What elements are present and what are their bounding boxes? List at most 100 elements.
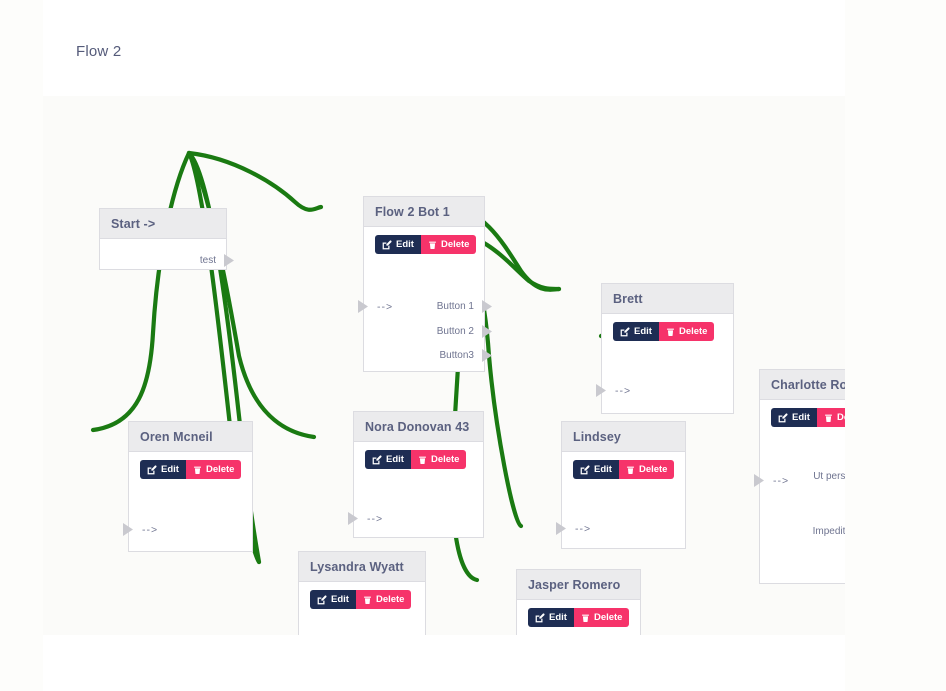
delete-button[interactable]: Delete: [658, 322, 715, 341]
trash-icon: [626, 465, 635, 475]
delete-button[interactable]: Delete: [816, 408, 845, 427]
node-toolbar: Edit Delete: [140, 460, 242, 479]
delete-button-label: Delete: [836, 412, 845, 423]
input-port-label[interactable]: -->: [377, 301, 394, 313]
edit-button-label: Edit: [161, 464, 179, 475]
pencil-square-icon: [580, 464, 590, 475]
edit-button[interactable]: Edit: [310, 590, 356, 609]
port-arrow-icon: [754, 474, 764, 487]
edit-button[interactable]: Edit: [365, 450, 411, 469]
node-header[interactable]: Lindsey: [562, 422, 685, 452]
port-arrow-icon: [482, 300, 492, 313]
input-port-label[interactable]: -->: [615, 385, 632, 397]
port-arrow-icon: [482, 325, 492, 338]
port-arrow-icon: [123, 523, 133, 536]
port-arrow-icon: [556, 522, 566, 535]
trash-icon: [581, 613, 590, 623]
node-toolbar: Edit Delete: [310, 590, 412, 609]
edit-button[interactable]: Edit: [573, 460, 619, 479]
delete-button-label: Delete: [593, 612, 623, 623]
port-arrow-icon: [596, 384, 606, 397]
output-port-label[interactable]: Ut perspiciatis qua: [813, 471, 845, 482]
node-title: Start ->: [111, 216, 156, 231]
node-header[interactable]: Oren Mcneil: [129, 422, 252, 452]
port-arrow-icon: [482, 349, 492, 362]
delete-button-label: Delete: [678, 326, 708, 337]
delete-button[interactable]: Delete: [573, 608, 630, 627]
edit-button[interactable]: Edit: [613, 322, 659, 341]
node-header[interactable]: Brett: [602, 284, 733, 314]
port-arrow-icon: [224, 254, 234, 267]
input-port-label[interactable]: -->: [142, 524, 159, 536]
page-title: Flow 2: [76, 43, 122, 60]
node-toolbar: Edit Delete: [573, 460, 675, 479]
input-port-label[interactable]: -->: [773, 475, 790, 487]
node-title: Brett: [613, 291, 643, 306]
delete-button[interactable]: Delete: [355, 590, 412, 609]
node-toolbar: Edit Delete: [613, 322, 715, 341]
flow-edge[interactable]: [186, 150, 324, 212]
node-header[interactable]: Flow 2 Bot 1: [364, 197, 484, 227]
port-arrow-icon: [348, 512, 358, 525]
edit-button-label: Edit: [386, 454, 404, 465]
node-title: Lindsey: [573, 429, 621, 444]
delete-button[interactable]: Delete: [420, 235, 477, 254]
node-title: Charlotte Romero: [771, 377, 845, 392]
output-port-label[interactable]: Button 1: [436, 301, 474, 312]
flow-edge[interactable]: [90, 150, 192, 433]
flow-node-start[interactable]: Start -> test: [99, 208, 234, 270]
node-header[interactable]: Lysandra Wyatt: [299, 552, 425, 582]
node-title: Flow 2 Bot 1: [375, 204, 450, 219]
edit-button-label: Edit: [634, 326, 652, 337]
pencil-square-icon: [372, 454, 382, 465]
trash-icon: [193, 465, 202, 475]
output-port-label[interactable]: Button3: [439, 350, 474, 361]
delete-button-label: Delete: [205, 464, 235, 475]
output-port-label[interactable]: test: [199, 255, 216, 266]
output-port-label[interactable]: Button 2: [436, 326, 474, 337]
pencil-square-icon: [382, 239, 392, 250]
edit-button-label: Edit: [594, 464, 612, 475]
delete-button-label: Delete: [430, 454, 460, 465]
edit-button[interactable]: Edit: [140, 460, 186, 479]
trash-icon: [824, 413, 833, 423]
trash-icon: [428, 240, 437, 250]
node-title: Nora Donovan 43: [365, 419, 470, 434]
pencil-square-icon: [535, 612, 545, 623]
delete-button-label: Delete: [638, 464, 668, 475]
node-header[interactable]: Jasper Romero: [517, 570, 640, 600]
edit-button-label: Edit: [792, 412, 810, 423]
delete-button-label: Delete: [375, 594, 405, 605]
delete-button[interactable]: Delete: [185, 460, 242, 479]
pencil-square-icon: [317, 594, 327, 605]
flow-edge[interactable]: [186, 150, 317, 440]
edit-button[interactable]: Edit: [375, 235, 421, 254]
flow-node-flow-2-bot-1[interactable]: Flow 2 Bot 1 Edit Delete --> Button 1 Button …: [358, 196, 492, 372]
node-header[interactable]: Charlotte Romero: [760, 370, 845, 400]
node-toolbar: Edit Delete: [528, 608, 630, 627]
node-header[interactable]: Start ->: [100, 209, 226, 239]
edit-button[interactable]: Edit: [528, 608, 574, 627]
delete-button[interactable]: Delete: [410, 450, 467, 469]
edit-button-label: Edit: [331, 594, 349, 605]
node-header[interactable]: Nora Donovan 43: [354, 412, 483, 442]
delete-button[interactable]: Delete: [618, 460, 675, 479]
node-title: Oren Mcneil: [140, 429, 213, 444]
input-port-label[interactable]: -->: [575, 523, 592, 535]
node-toolbar: Edit Delete: [771, 408, 845, 427]
edit-button-label: Edit: [396, 239, 414, 250]
output-port-label[interactable]: Impedit autem sapie: [812, 526, 845, 537]
input-port-label[interactable]: -->: [367, 513, 384, 525]
port-arrow-icon: [358, 300, 368, 313]
flow-node-nora-donovan-43[interactable]: Nora Donovan 43 Edit Delete -->: [348, 411, 484, 538]
edit-button[interactable]: Edit: [771, 408, 817, 427]
node-title: Jasper Romero: [528, 577, 621, 592]
